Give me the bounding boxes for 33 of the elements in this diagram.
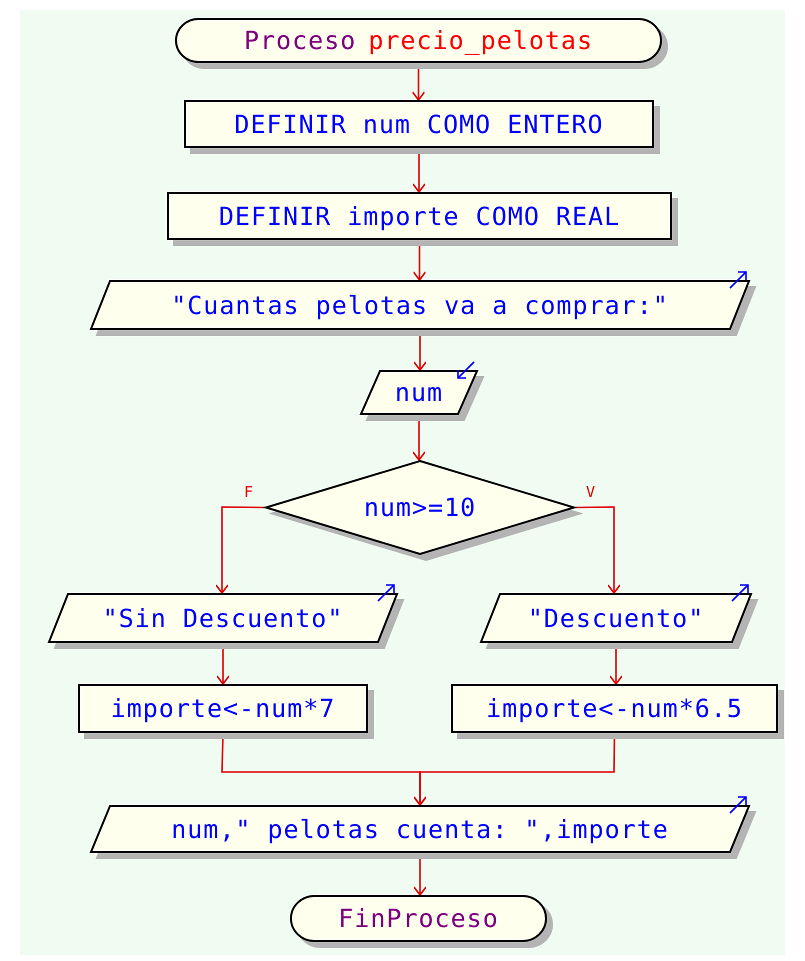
output-text: "Descuento" [528, 604, 704, 632]
edge-label: F [243, 484, 254, 500]
arrow [413, 853, 427, 896]
arrow [412, 63, 426, 101]
arrow [574, 506, 621, 594]
arrow [412, 415, 426, 461]
process-box [451, 684, 778, 733]
condition-text: num>=10 [364, 493, 476, 522]
arrow [216, 643, 230, 685]
arrow [412, 240, 426, 281]
process-box [78, 684, 368, 733]
terminal-text: Proceso [244, 26, 356, 55]
output-text: "Cuantas pelotas va a comprar:" [171, 290, 669, 320]
statement-text: DEFINIR importe COMO REAL [218, 202, 620, 230]
statement-text: importe<-num*6.5 [486, 694, 743, 723]
statement-text: importe<-num*7 [110, 694, 336, 723]
input-text: num [394, 378, 444, 407]
process-box [167, 192, 672, 240]
terminal-text: precio_pelotas [368, 26, 594, 55]
terminal-shape [290, 895, 547, 942]
terminal-text: FinProceso [338, 904, 499, 933]
arrow [413, 733, 616, 806]
terminal-shape [175, 18, 662, 63]
output-text: "Sin Descuento" [102, 604, 344, 632]
process-box [184, 100, 654, 148]
statement-text: DEFINIR num COMO ENTERO [234, 110, 604, 138]
arrow [412, 148, 426, 193]
arrow [215, 506, 265, 594]
edge-label: V [585, 484, 596, 500]
arrow [609, 643, 623, 685]
decision-diamond [265, 460, 575, 555]
arrow [413, 330, 427, 371]
output-text: num," pelotas cuenta: ",importe [171, 814, 669, 844]
